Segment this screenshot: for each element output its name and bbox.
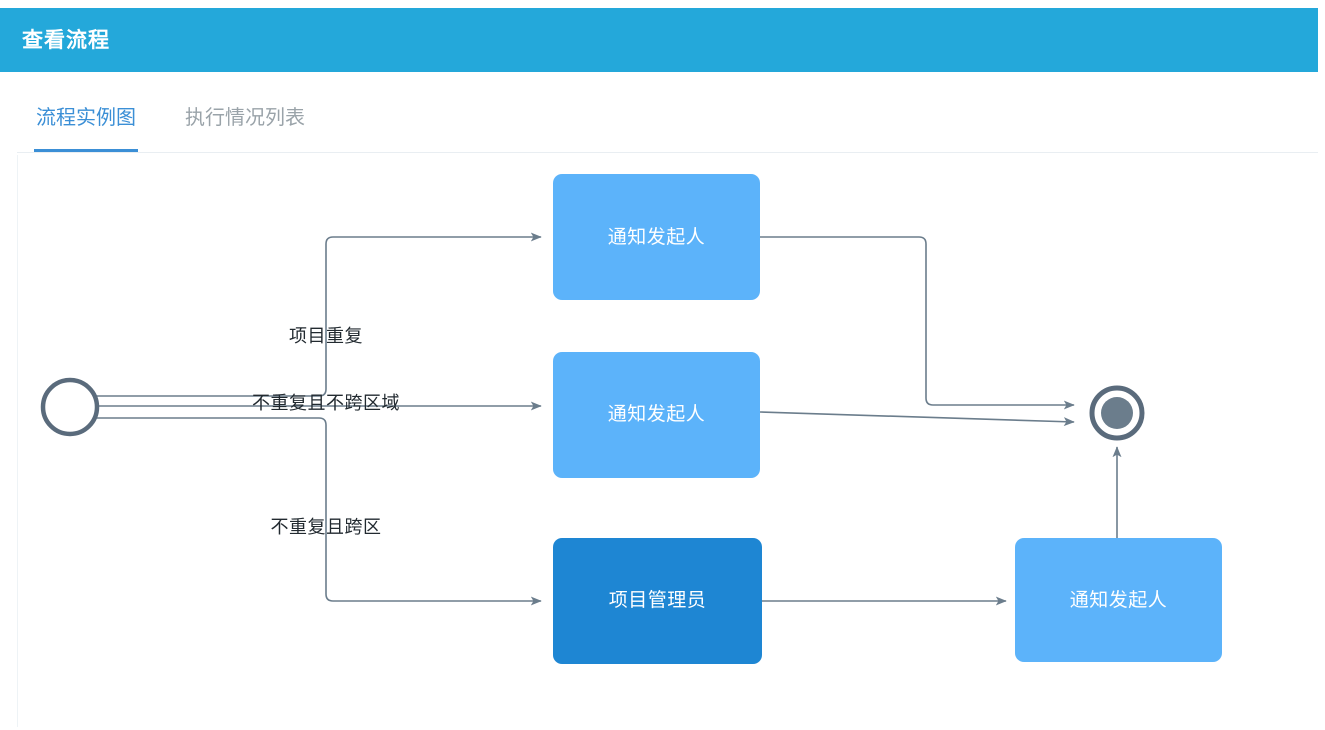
node-task-notify-2-label: 通知发起人 [608,403,706,425]
tab-flow-diagram-label: 流程实例图 [36,107,136,129]
process-diagram-canvas[interactable]: 项目重复 不重复且不跨区域 不重复且跨区 通知发起人 通知发起人 项目管理员 通… [17,155,1319,727]
edge-label-no-duplicate-cross-region: 不重复且跨区 [271,517,382,537]
tab-active-indicator [34,149,138,152]
node-task-notify-2[interactable]: 通知发起人 [553,352,760,478]
edge-task-notify-2-to-end [759,411,1075,427]
node-task-manager-label: 项目管理员 [609,589,707,611]
node-task-notify-3-label: 通知发起人 [1070,589,1168,611]
node-start-event[interactable] [40,377,100,437]
tab-flow-diagram[interactable]: 流程实例图 [34,96,138,152]
edge-start-to-task-manager [89,417,542,606]
tab-execution-list-label: 执行情况列表 [185,107,305,129]
node-task-manager[interactable]: 项目管理员 [553,538,762,664]
page-header: 查看流程 [0,8,1318,72]
edge-task-notify-1-to-end [760,236,1075,410]
node-task-notify-3[interactable]: 通知发起人 [1015,538,1222,662]
page-title: 查看流程 [22,28,110,52]
edge-label-no-duplicate-same-region: 不重复且不跨区域 [252,393,400,413]
tab-bar-divider [17,152,1318,153]
tab-bar: 流程实例图 执行情况列表 [0,96,1325,154]
node-task-notify-1[interactable]: 通知发起人 [553,174,760,300]
node-task-notify-1-label: 通知发起人 [608,226,706,248]
process-diagram: 项目重复 不重复且不跨区域 不重复且跨区 通知发起人 通知发起人 项目管理员 通… [40,174,1222,664]
edge-label-project-duplicate: 项目重复 [289,326,363,346]
node-end-event[interactable] [1089,385,1145,441]
tab-execution-list[interactable]: 执行情况列表 [183,96,307,152]
edge-start-to-task-notify-1 [89,232,542,397]
